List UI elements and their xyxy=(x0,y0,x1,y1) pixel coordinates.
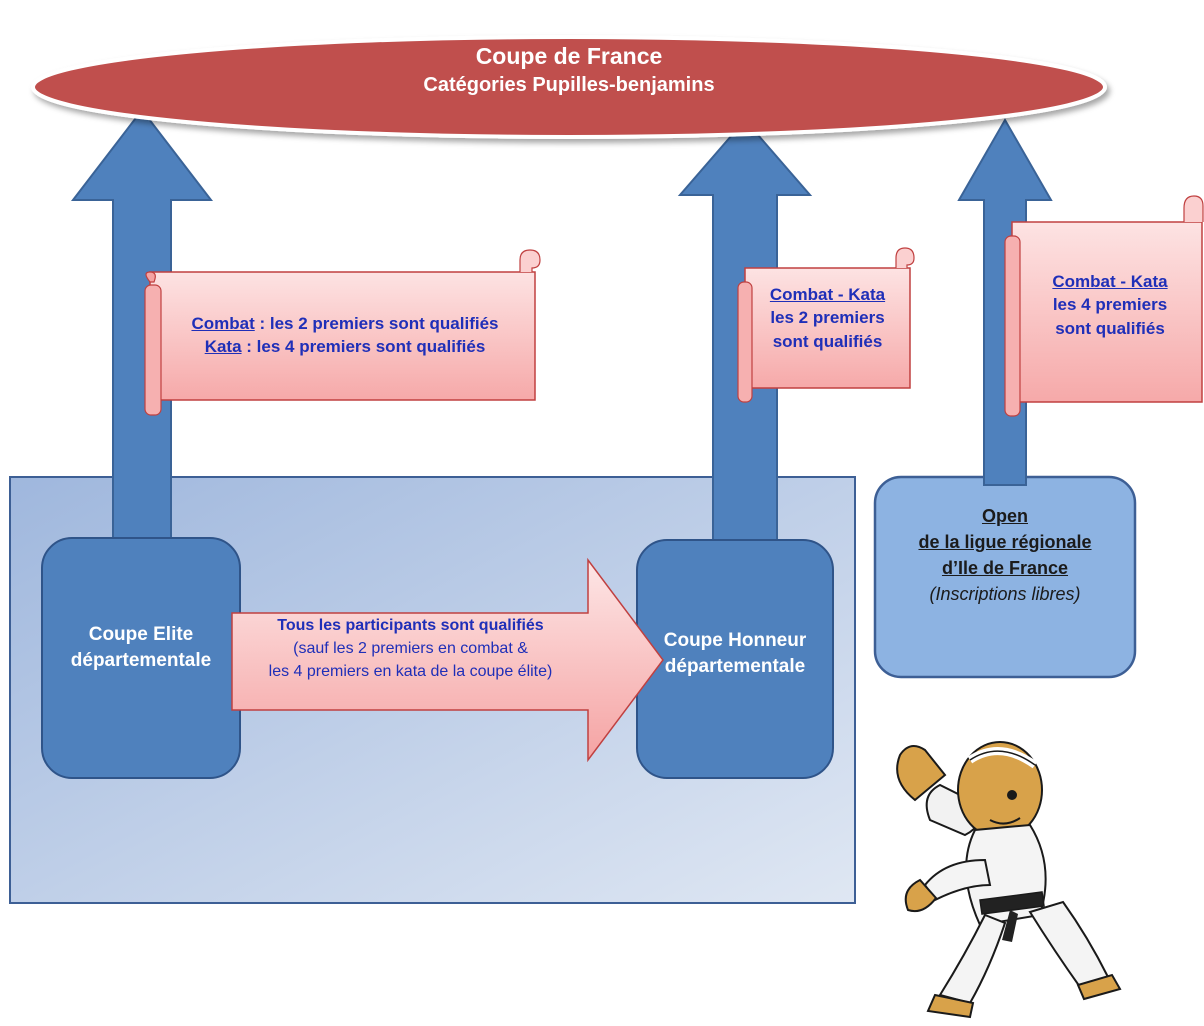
coupe-de-france-ellipse xyxy=(31,35,1107,139)
open-scroll-title: Combat - Kata xyxy=(1052,272,1168,291)
transfer-line-3: les 4 premiers en kata de la coupe élite… xyxy=(268,663,553,681)
arrow-elite-to-france xyxy=(70,108,214,566)
combat-rule: : les 2 premiers sont qualifiés xyxy=(254,314,499,333)
scroll-honneur-text: Combat - Kata les 2 premiers sont qualif… xyxy=(755,283,900,353)
open-line-3: d’Ile de France xyxy=(941,558,1069,579)
open-line-2: de la ligue régionale xyxy=(918,532,1092,553)
scroll-open-text: Combat - Kata les 4 premiers sont qualif… xyxy=(1025,270,1195,340)
combat-word: Combat xyxy=(191,314,255,333)
transfer-arrow-text: Tous les participants sont qualifiés (sa… xyxy=(238,614,583,684)
honneur-scroll-line-2: les 2 premiers xyxy=(770,308,885,328)
coupe-de-france-title: Coupe de France Catégories Pupilles-benj… xyxy=(369,42,769,98)
open-title: Open xyxy=(981,506,1028,526)
title-line-1: Coupe de France xyxy=(475,43,663,69)
transfer-line-1: Tous les participants sont qualifiés xyxy=(277,617,544,634)
coupe-honneur-line-2: départementale xyxy=(664,656,806,678)
open-box-text: Open de la ligue régionale d’Ile de Fran… xyxy=(875,503,1135,607)
coupe-honneur-label: Coupe Honneur départementale xyxy=(637,628,833,680)
coupe-elite-line-2: départementale xyxy=(70,650,212,672)
open-scroll-line-3: sont qualifiés xyxy=(1055,318,1165,338)
scroll-open xyxy=(1004,195,1204,417)
coupe-elite-label: Coupe Elite départementale xyxy=(42,622,240,674)
transfer-arrow xyxy=(231,557,664,763)
scroll-elite-text: Combat : les 2 premiers sont qualifiés K… xyxy=(165,312,525,359)
open-scroll-line-2: les 4 premiers xyxy=(1052,295,1168,315)
honneur-scroll-line-3: sont qualifiés xyxy=(772,331,883,351)
scroll-elite xyxy=(144,249,541,416)
honneur-scroll-title: Combat - Kata xyxy=(769,285,886,304)
karate-lion-mascot xyxy=(896,741,1122,1019)
coupe-elite-line-1: Coupe Elite xyxy=(88,624,194,645)
kata-rule: : les 4 premiers sont qualifiés xyxy=(241,337,486,357)
open-line-4: (Inscriptions libres) xyxy=(929,584,1081,605)
transfer-line-2: (sauf les 2 premiers en combat & xyxy=(293,640,528,658)
title-line-2: Catégories Pupilles-benjamins xyxy=(423,73,715,96)
kata-word: Kata xyxy=(204,337,242,357)
scroll-honneur xyxy=(737,247,915,403)
coupe-honneur-line-1: Coupe Honneur xyxy=(663,630,807,651)
